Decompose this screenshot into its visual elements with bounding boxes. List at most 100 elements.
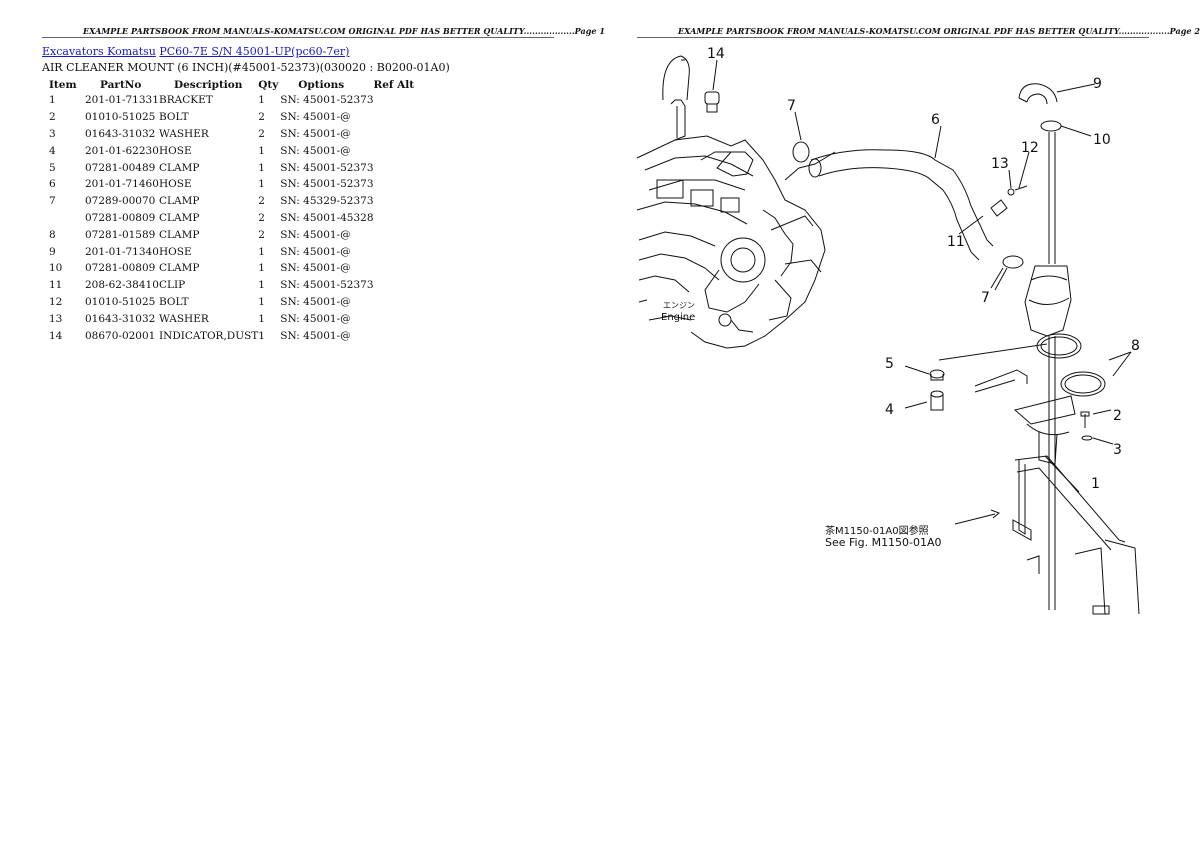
callout-7-lower: 7 bbox=[981, 290, 990, 306]
cell-description: CLIP bbox=[159, 279, 186, 292]
callout-5: 5 bbox=[885, 356, 894, 372]
breadcrumb-link-category[interactable]: Excavators Komatsu bbox=[42, 45, 156, 58]
cell-ref-alt bbox=[374, 109, 434, 126]
callout-12: 12 bbox=[1021, 140, 1039, 156]
cell-ref-alt bbox=[374, 92, 434, 109]
cell-ref-alt bbox=[374, 277, 434, 294]
callout-2: 2 bbox=[1113, 408, 1122, 424]
cell-qty: 1 bbox=[258, 329, 265, 342]
callout-8: 8 bbox=[1131, 338, 1140, 354]
engine-drawing bbox=[636, 55, 836, 349]
cell-ref-alt bbox=[374, 310, 434, 327]
cell-partno: 01643-31032 bbox=[85, 127, 156, 140]
cell-item: 9 bbox=[49, 245, 56, 258]
cell-options: SN: 45001-@ bbox=[280, 111, 351, 124]
cell-item: 7 bbox=[49, 195, 56, 208]
page-1: EXAMPLE PARTSBOOK FROM MANUALS-KOMATSU.C… bbox=[0, 0, 605, 842]
cell-description: WASHER bbox=[159, 312, 209, 325]
cell-options: SN: 45001-52373 bbox=[280, 279, 374, 292]
cell-partno: 201-01-71340 bbox=[85, 245, 159, 258]
parts-table: Item PartNo Description Qty Options Ref … bbox=[42, 77, 434, 344]
callout-9: 9 bbox=[1093, 76, 1102, 92]
clamp-8-parts bbox=[1036, 333, 1132, 397]
cell-partno: 201-01-71460 bbox=[85, 178, 159, 191]
cell-description: HOSE bbox=[159, 178, 192, 191]
reference-label-jp: 茶M1150-01A0図参照 bbox=[825, 524, 929, 537]
cell-item: 13 bbox=[49, 312, 63, 325]
callout-10: 10 bbox=[1093, 132, 1111, 148]
cell-ref-alt bbox=[374, 260, 434, 277]
callout-13: 13 bbox=[991, 156, 1009, 172]
section-title: AIR CLEANER MOUNT (6 INCH)(#45001-52373)… bbox=[42, 61, 450, 74]
cell-partno: 07281-00489 bbox=[85, 161, 156, 174]
cell-options: SN: 45001-52373 bbox=[280, 94, 374, 107]
cell-description: BRACKET bbox=[159, 94, 213, 107]
cell-description: BOLT bbox=[159, 295, 189, 308]
cell-options: SN: 45001-52373 bbox=[280, 161, 374, 174]
cell-qty: 1 bbox=[258, 295, 265, 308]
cell-item: 6 bbox=[49, 178, 56, 191]
cell-ref-alt bbox=[374, 193, 434, 210]
cell-ref-alt bbox=[374, 226, 434, 243]
cell-ref-alt bbox=[374, 327, 434, 344]
cell-partno: 01010-51025 bbox=[85, 111, 156, 124]
hose-9-part bbox=[1018, 83, 1096, 137]
page-2: EXAMPLE PARTSBOOK FROM MANUALS-KOMATSU.C… bbox=[595, 0, 1200, 842]
cell-partno: 07289-00070 bbox=[85, 195, 156, 208]
cell-description: CLAMP bbox=[159, 161, 200, 174]
col-header-partno: PartNo bbox=[100, 78, 142, 91]
callout-6: 6 bbox=[931, 112, 940, 128]
cell-description: CLAMP bbox=[159, 262, 200, 275]
cell-item: 3 bbox=[49, 127, 56, 140]
bolt-washer-parts bbox=[1080, 409, 1114, 445]
reference-arrow bbox=[954, 509, 1000, 525]
reference-label: See Fig. M1150-01A0 bbox=[825, 536, 942, 549]
cell-options: SN: 45001-@ bbox=[280, 127, 351, 140]
cell-item: 5 bbox=[49, 161, 56, 174]
callout-11: 11 bbox=[947, 234, 965, 250]
cell-qty: 2 bbox=[258, 195, 265, 208]
cell-item: 12 bbox=[49, 295, 63, 308]
hose-4-clamp-5-parts bbox=[904, 343, 1048, 411]
cell-options: SN: 45329-52373 bbox=[280, 195, 374, 208]
cell-qty: 1 bbox=[258, 312, 265, 325]
clamp-7-upper-part bbox=[792, 111, 810, 163]
cell-partno: 07281-00809 bbox=[85, 211, 156, 224]
cell-options: SN: 45001-@ bbox=[280, 295, 351, 308]
cell-description: HOSE bbox=[159, 245, 192, 258]
cell-qty: 1 bbox=[258, 178, 265, 191]
exploded-parts-diagram: エンジン Engine bbox=[636, 46, 1140, 615]
cell-item: 4 bbox=[49, 144, 56, 157]
col-header-ref-alt: Ref Alt bbox=[373, 78, 415, 91]
cell-description: CLAMP bbox=[159, 228, 200, 241]
cell-qty: 1 bbox=[258, 94, 265, 107]
cell-description: CLAMP bbox=[159, 195, 200, 208]
cell-partno: 201-01-62230 bbox=[85, 144, 159, 157]
cell-partno: 08670-02001 bbox=[85, 329, 156, 342]
header-divider bbox=[637, 37, 1149, 38]
engine-label-jp: エンジン bbox=[663, 301, 695, 310]
callout-14: 14 bbox=[707, 46, 725, 62]
cell-partno: 208-62-38410 bbox=[85, 279, 159, 292]
callout-4: 4 bbox=[885, 402, 894, 418]
breadcrumb-link-model[interactable]: PC60-7E S/N 45001-UP(pc60-7er) bbox=[159, 45, 350, 58]
air-cleaner-part bbox=[1024, 132, 1072, 610]
callout-3: 3 bbox=[1113, 442, 1122, 458]
cell-qty: 1 bbox=[258, 262, 265, 275]
cell-options: SN: 45001-@ bbox=[280, 262, 351, 275]
cell-description: INDICATOR,DUST bbox=[159, 329, 259, 342]
col-header-item: Item bbox=[49, 78, 77, 91]
cell-partno: 01643-31032 bbox=[85, 312, 156, 325]
page-header: EXAMPLE PARTSBOOK FROM MANUALS-KOMATSU.C… bbox=[678, 26, 1200, 36]
